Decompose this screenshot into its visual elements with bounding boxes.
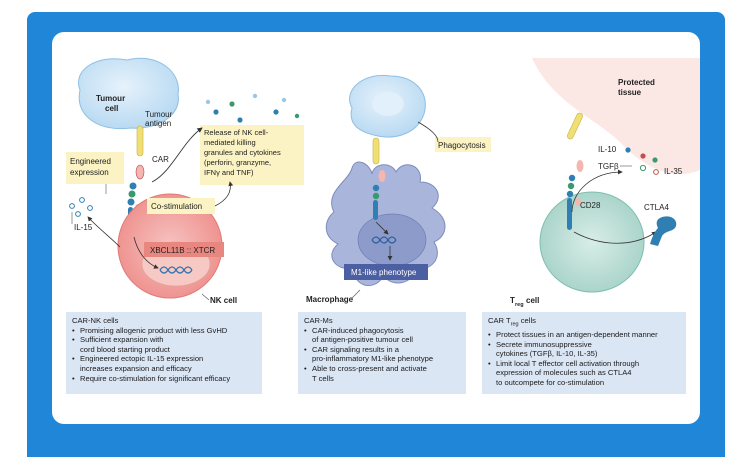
treg-car-chain — [566, 160, 584, 230]
m1-label: M1-like phenotype — [351, 268, 417, 277]
il15-dots — [69, 197, 93, 217]
car-nk-box-title: CAR-NK cells — [72, 316, 119, 325]
car-treg-title-end: cells — [520, 316, 536, 325]
gene-bar-label: XBCL11B :: XTCR — [150, 246, 215, 255]
tgfb-label: TGFβ — [598, 162, 619, 171]
nk-internal-arrow — [133, 236, 159, 269]
car-treg-bullet: Protect tissues in an antigen-dependent … — [488, 330, 680, 340]
release-label: Release of NK cell- mediated killing gra… — [204, 128, 283, 177]
phagocytosis-callout — [435, 137, 491, 152]
macrophage-label: Macrophage — [306, 295, 354, 304]
car-m-bullet: Able to cross-present and activate T cel… — [304, 364, 460, 383]
il10-label: IL-10 — [598, 145, 617, 154]
protected-tissue-shape — [532, 58, 700, 175]
car-nk-bullet: Engineered ectopic IL-15 expression incr… — [72, 354, 256, 373]
car-treg-title-sub: reg — [510, 321, 519, 328]
car-treg-summary-box: CAR Treg cells Protect tissues in an ant… — [482, 312, 686, 394]
granules-dots — [205, 93, 300, 123]
car-m-bullet: CAR signaling results in a pro-inflammat… — [304, 345, 460, 364]
gene-bar — [144, 242, 224, 257]
phagocytosis-arrow — [417, 121, 439, 143]
cd28-label: CD28 — [580, 201, 601, 210]
car-m-box-title: CAR-Ms — [304, 316, 333, 325]
panel2-antigen-shape — [372, 137, 380, 165]
nk-cell-label: NK cell — [210, 296, 237, 305]
car-nk-summary-box: CAR-NK cells Promising allogenic product… — [66, 312, 262, 394]
car-m-bullet: CAR-induced phagocytosis of antigen-posi… — [304, 326, 460, 345]
treg-cell-shape — [539, 191, 645, 293]
car-label: CAR — [152, 155, 169, 164]
tumour-antigen-shape — [136, 125, 144, 157]
panel2-tumour-nucleus — [372, 92, 404, 116]
release-arrow — [151, 127, 203, 183]
phagocytosis-label: Phagocytosis — [438, 141, 486, 150]
macrophage-nucleus-shape — [357, 213, 427, 267]
release-callout — [200, 125, 304, 185]
co-stimulation-arrow — [214, 181, 234, 207]
macrophage-connector — [351, 289, 361, 299]
engineered-expression-callout — [66, 152, 124, 184]
ctla4-receptor-icon — [650, 216, 677, 246]
treg-label-end: cell — [526, 296, 539, 305]
car-nk-bullet: Promising allogenic product with less Gv… — [72, 326, 256, 336]
macrophage-signal-arrow — [375, 221, 389, 235]
il15-label: IL-15 — [74, 223, 93, 232]
treg-cytokine-arrow — [571, 169, 623, 213]
car-nk-bullet: Sufficient expansion with cord blood sta… — [72, 335, 256, 354]
car-treg-bullet: Limit local T effector cell activation t… — [488, 359, 680, 388]
car-nk-bullet-list: Promising allogenic product with less Gv… — [72, 326, 256, 384]
il35-label: IL-35 — [664, 167, 683, 176]
nk-cell-connector — [201, 293, 210, 301]
car-m-summary-box: CAR-Ms CAR-induced phagocytosis of antig… — [298, 312, 466, 394]
car-treg-box-title: CAR Treg cells — [488, 316, 680, 330]
m1-box — [344, 264, 428, 280]
ctla4-arrow — [573, 231, 657, 244]
treg-label-sub: reg — [515, 302, 524, 308]
il15-arrow — [87, 216, 121, 248]
tumour-cell-shape — [78, 57, 179, 130]
car-treg-bullet-list: Protect tissues in an antigen-dependent … — [488, 330, 680, 388]
dna-helix-icon — [159, 266, 193, 274]
car-head — [135, 164, 145, 180]
car-treg-bullet: Secrete immunosuppressive cytokines (TGF… — [488, 340, 680, 359]
macrophage-dna-icon — [371, 236, 397, 244]
panel3-antigen-shape — [567, 112, 583, 140]
cytokine-dots — [625, 147, 659, 175]
co-stimulation-label: Co-stimulation — [151, 202, 202, 211]
ctla4-label: CTLA4 — [644, 203, 669, 212]
macrophage-car-chain — [372, 170, 386, 220]
car-nk-bullet: Require co-stimulation for significant e… — [72, 374, 256, 384]
treg-label-main: T — [510, 296, 515, 305]
car-treg-title-main: CAR T — [488, 316, 511, 325]
car-m-bullet-list: CAR-induced phagocytosis of antigen-posi… — [304, 326, 460, 384]
co-stimulation-callout — [147, 198, 215, 214]
